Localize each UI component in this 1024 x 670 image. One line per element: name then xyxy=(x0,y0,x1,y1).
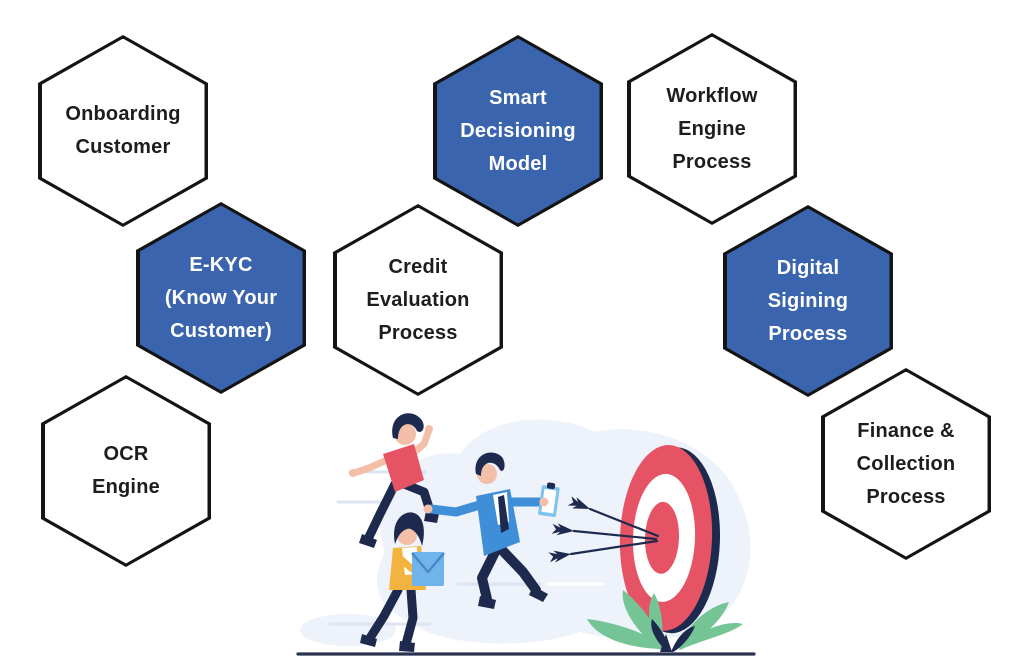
hexagon-label-line: Process xyxy=(768,322,848,345)
hexagon-label-line: Finance & xyxy=(857,419,955,442)
hexagon-label-line: (Know Your xyxy=(164,286,278,309)
hexagon-face: E-KYC (Know Your Customer) xyxy=(139,205,303,391)
hexagon-label-line: Model xyxy=(488,152,548,175)
hexagon-label-line: Customer xyxy=(75,136,171,158)
hexagon-face: Credit Evaluation Process xyxy=(336,207,500,393)
red-shirt xyxy=(383,444,424,492)
hexagon-label-line: Credit xyxy=(388,255,448,278)
hexagon-label-line: Decisioning xyxy=(460,119,576,142)
hair xyxy=(475,452,505,476)
hexagon-label-line: Customer) xyxy=(170,319,272,342)
hexagon-digital-sigining-process: Digital Sigining Process xyxy=(723,205,893,397)
hexagon-label-line: Digital xyxy=(776,256,840,279)
hair xyxy=(392,413,424,439)
hexagon-face: Digital Sigining Process xyxy=(726,208,890,394)
hexagon-face: Workflow Engine Process xyxy=(630,36,794,222)
hexagon-face: Finance & Collection Process xyxy=(824,371,988,557)
shoe xyxy=(399,641,415,652)
hexagon-label-line: Workflow xyxy=(666,84,758,107)
hexagon-workflow-engine-process: Workflow Engine Process xyxy=(627,33,797,225)
leaves xyxy=(587,590,743,652)
hexagon-label-line: Engine xyxy=(678,117,746,140)
hexagon-label-line: Collection xyxy=(856,452,956,475)
hair xyxy=(394,512,424,546)
runner-yellow-woman xyxy=(360,512,445,652)
hexagon-e-kyc: E-KYC (Know Your Customer) xyxy=(136,202,306,394)
hexagon-face: OCR Engine xyxy=(44,378,208,564)
hexagon-label-line: Smart xyxy=(489,86,547,109)
target xyxy=(619,445,721,634)
arrows xyxy=(548,496,660,563)
hexagon-label-line: Onboarding xyxy=(65,103,181,125)
shoe xyxy=(359,534,377,548)
hexagon-credit-evaluation-process: Credit Evaluation Process xyxy=(333,204,503,396)
envelope xyxy=(412,552,444,586)
shoe xyxy=(478,596,496,609)
runner-blue-man xyxy=(423,452,560,609)
hexagon-face: Smart Decisioning Model xyxy=(436,38,600,224)
hexagon-label-line: E-KYC xyxy=(189,253,253,276)
hexagon-finance-collection-process: Finance & Collection Process xyxy=(821,368,991,560)
hexagon-smart-decisioning-model: Smart Decisioning Model xyxy=(433,35,603,227)
hexagon-label-line: Process xyxy=(672,150,752,173)
clipboard xyxy=(538,482,560,517)
team-target-illustration xyxy=(296,413,756,656)
shoe xyxy=(360,634,377,647)
hexagon-label-line: Process xyxy=(378,321,458,344)
hexagon-label-line: Sigining xyxy=(767,289,849,312)
hexagon-label-line: OCR xyxy=(103,443,149,465)
hexagon-face: Onboarding Customer xyxy=(41,38,205,224)
hexagon-onboarding-customer: Onboarding Customer xyxy=(38,35,208,227)
hexagon-label-line: Process xyxy=(866,485,946,508)
shoe xyxy=(529,586,548,602)
tie xyxy=(498,495,509,533)
hexagon-ocr-engine: OCR Engine xyxy=(41,375,211,567)
hexagon-label-line: Evaluation xyxy=(366,288,470,311)
hexagon-label-line: Engine xyxy=(92,476,160,498)
